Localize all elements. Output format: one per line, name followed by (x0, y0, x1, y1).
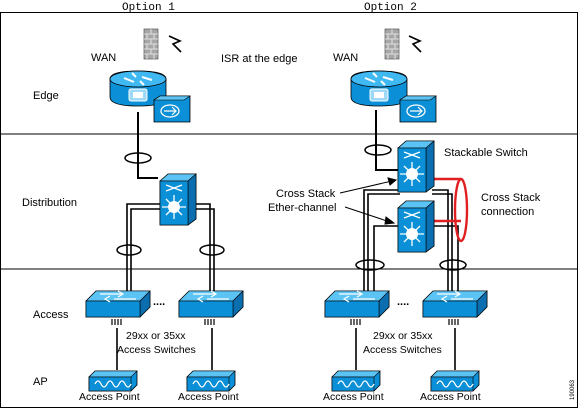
etherchannel-ring (199, 244, 225, 256)
router-module-icon (153, 95, 191, 123)
switch-ports-icon (111, 318, 122, 326)
router-icon (350, 70, 408, 107)
etherchannel-ring (439, 259, 467, 271)
tier-label-distribution: Distribution (22, 197, 77, 209)
uplink-edge-to-dist-left (137, 112, 158, 179)
cross-stack-connection-label-line1: Cross Stack (481, 192, 541, 204)
tier-label-access: Access (33, 309, 69, 321)
etherchannel-ring (116, 244, 142, 256)
firewall-icon (384, 28, 400, 60)
multilayer-switch-icon (159, 173, 197, 226)
option-1-heading: Option 1 (122, 2, 175, 14)
workgroup-switch-icon (422, 290, 488, 318)
access-point-label: Access Point (420, 391, 481, 403)
more-switches-ellipsis: .... (153, 296, 165, 308)
uplink-edge-to-stack (375, 110, 400, 171)
tier-label-ap: AP (33, 376, 48, 388)
tier-label-edge: Edge (33, 90, 59, 102)
cross-stack-etherchannel-label-line1: Cross Stack (276, 188, 336, 200)
workgroup-switch-icon (324, 290, 390, 318)
stackable-switch-icon (397, 140, 435, 193)
workgroup-switch-icon (85, 290, 151, 318)
switch-ports-icon (350, 318, 361, 326)
cross-stack-connection-cable (432, 177, 469, 243)
etherchannel-ring (364, 144, 392, 156)
switch-ports-icon (448, 318, 459, 326)
stackable-switch-label: Stackable Switch (444, 147, 528, 159)
cross-stack-connection-label-line2: connection (481, 206, 534, 218)
access-switches-label-line2: Access Switches (117, 344, 196, 356)
router-module-icon (399, 95, 437, 123)
access-point-icon (186, 370, 236, 392)
cross-stack-etherchannel-label-line2: Ether-channel (268, 202, 337, 214)
callout-arrows (339, 177, 398, 225)
wan-bolt-icon (408, 35, 422, 53)
dist-to-access-links-left (126, 203, 215, 291)
etherchannel-ring (355, 259, 385, 271)
access-switches-label-line2: Access Switches (363, 344, 442, 356)
wan-label: WAN (333, 52, 358, 64)
access-point-icon (88, 370, 138, 392)
access-point-icon (331, 370, 381, 392)
firewall-icon (143, 28, 159, 60)
access-point-label: Access Point (79, 391, 140, 403)
wan-bolt-icon (168, 35, 182, 53)
figure-id: 190063 (570, 379, 576, 400)
access-switches-label-line1: 29xx or 35xx (373, 330, 433, 342)
workgroup-switch-icon (178, 290, 244, 318)
wan-label: WAN (91, 52, 116, 64)
more-switches-ellipsis: .... (397, 296, 409, 308)
isr-edge-label: ISR at the edge (221, 53, 297, 65)
access-point-label: Access Point (178, 391, 239, 403)
access-point-label: Access Point (323, 391, 384, 403)
stackable-switch-icon (397, 200, 435, 253)
option-2-heading: Option 2 (364, 2, 417, 14)
access-point-icon (430, 370, 480, 392)
switch-ports-icon (204, 318, 215, 326)
access-switches-label-line1: 29xx or 35xx (126, 330, 186, 342)
etherchannel-ring (124, 152, 152, 164)
